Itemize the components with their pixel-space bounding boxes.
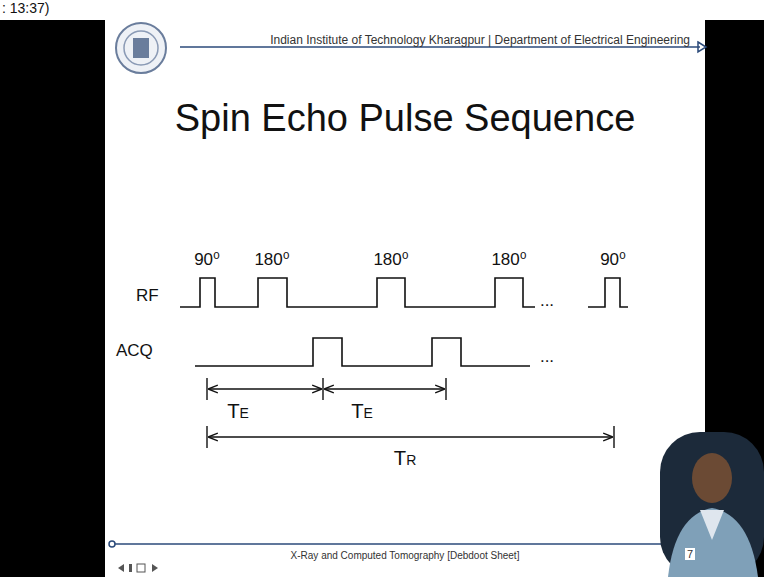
timestamp-text: : 13:37) (2, 1, 49, 16)
institute-logo (116, 23, 166, 73)
page-number: 7 (685, 548, 695, 560)
presenter-video (660, 432, 764, 577)
signal-name: RF (136, 287, 159, 306)
header-rule-end (698, 42, 706, 52)
slide-ground (105, 20, 705, 577)
header-text: Indian Institute of Technology Kharagpur… (270, 34, 690, 47)
rf-waveform (180, 278, 628, 307)
pulse-angle: 180⁰ (373, 251, 408, 270)
footer-rule (109, 541, 705, 547)
echo-time: TE (227, 400, 249, 422)
continuation-dots: ... (540, 348, 554, 367)
pulse-angle: 180⁰ (491, 251, 526, 270)
acq-waveform (195, 338, 530, 366)
timing-arrows (207, 378, 614, 448)
pulse-angle: 90⁰ (600, 251, 626, 270)
echo-time: TE (351, 400, 373, 422)
nav-icons (118, 564, 158, 572)
pulse-angle: 180⁰ (254, 251, 289, 270)
repetition-time: TR (394, 447, 417, 469)
continuation-dots: ... (540, 292, 554, 311)
footer-text: X-Ray and Computed Tomography [Debdoot S… (291, 550, 520, 561)
signal-name: ACQ (116, 342, 153, 361)
pulse-angle: 90⁰ (194, 251, 220, 270)
slide-title: Spin Echo Pulse Sequence (175, 98, 636, 140)
top-strip (0, 0, 764, 20)
